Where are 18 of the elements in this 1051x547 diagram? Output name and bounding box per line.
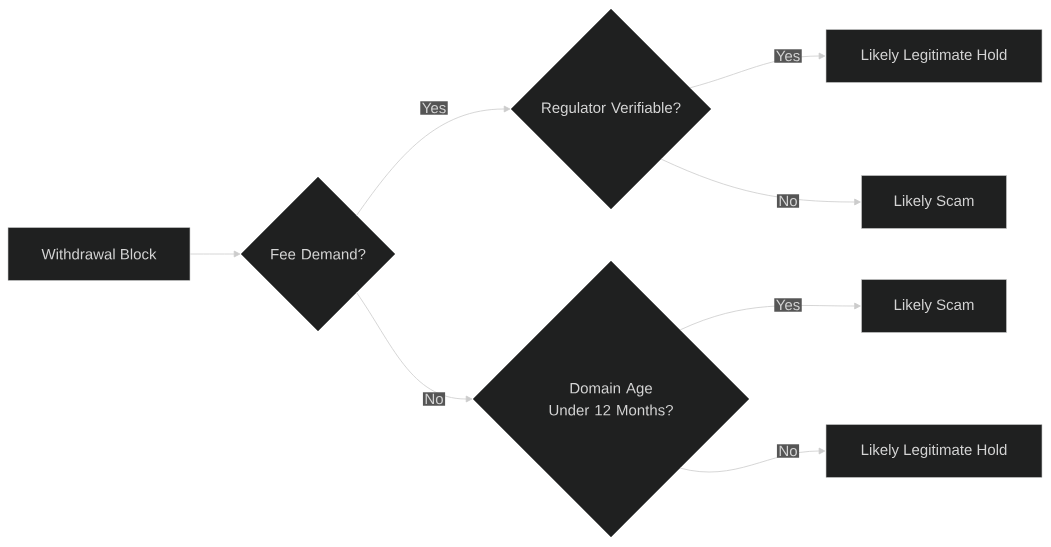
arrow xyxy=(356,105,511,216)
edge-label: Yes xyxy=(774,49,802,63)
arrow xyxy=(189,250,241,258)
outcome-box: Likely Legitimate Hold xyxy=(825,424,1043,478)
edge-label: No xyxy=(776,194,800,208)
arrow xyxy=(660,158,861,206)
arrow xyxy=(679,302,861,331)
arrow xyxy=(679,447,826,473)
arrow xyxy=(356,292,473,403)
outcome-box: Likely Scam xyxy=(861,279,1007,333)
edge-label: No xyxy=(422,392,446,406)
outcome-box: Likely Scam xyxy=(861,175,1007,229)
start-box: Withdrawal Block xyxy=(7,227,191,281)
outcome-box: Likely Legitimate Hold xyxy=(825,29,1043,83)
edge-label: Yes xyxy=(774,298,802,312)
edge-label: Yes xyxy=(420,101,448,115)
edge-label: No xyxy=(776,444,800,458)
arrow xyxy=(689,52,826,89)
